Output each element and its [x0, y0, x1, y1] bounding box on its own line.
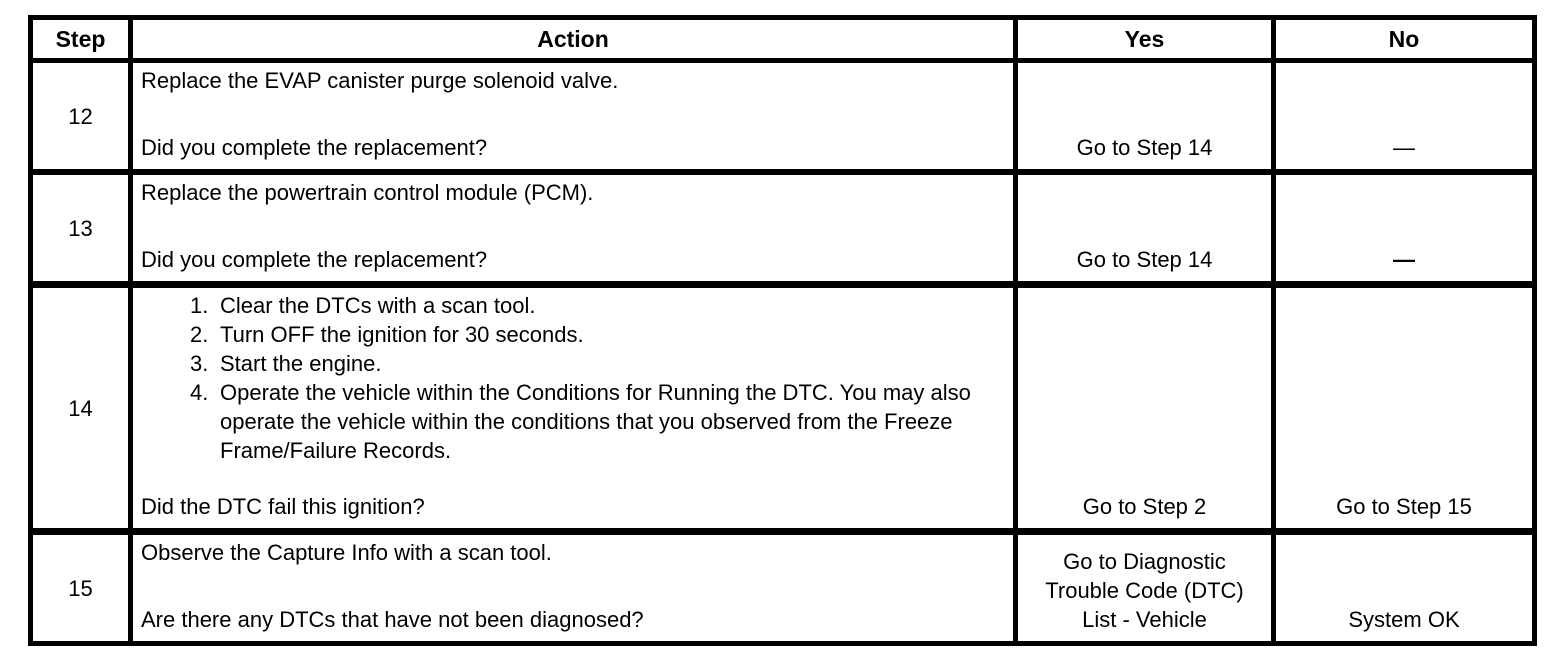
header-yes: Yes: [1013, 15, 1276, 63]
yes-cell: Go to Step 2: [1013, 281, 1276, 534]
step-number: 15: [28, 528, 133, 646]
yes-value: Go to Diagnostic Trouble Code (DTC) List…: [1045, 549, 1244, 632]
list-item: Operate the vehicle within the Condition…: [190, 378, 971, 463]
no-value: —: [1393, 135, 1415, 160]
header-step: Step: [28, 15, 133, 63]
no-cell: —: [1271, 169, 1537, 287]
action-question: Did you complete the replacement?: [141, 247, 488, 272]
yes-cell: Go to Step 14: [1013, 58, 1276, 175]
action-list: Clear the DTCs with a scan tool. Turn OF…: [141, 291, 1003, 465]
table-row: 13 Replace the powertrain control module…: [28, 169, 1537, 287]
list-item: Start the engine.: [190, 349, 382, 378]
no-value: System OK: [1348, 607, 1460, 632]
step-number: 12: [28, 58, 133, 175]
yes-cell: Go to Step 14: [1013, 169, 1276, 287]
action-question: Did the DTC fail this ignition?: [141, 494, 425, 519]
header-row: Step Action Yes No: [28, 15, 1537, 63]
diagnostic-table: Step Action Yes No 12 Replace the EVAP c…: [28, 15, 1537, 646]
list-item: Clear the DTCs with a scan tool.: [190, 291, 536, 320]
action-text: Replace the EVAP canister purge solenoid…: [141, 68, 619, 93]
action-question: Did you complete the replacement?: [141, 135, 488, 160]
header-no: No: [1271, 15, 1537, 63]
yes-value: Go to Step 14: [1076, 247, 1213, 272]
yes-cell: Go to Diagnostic Trouble Code (DTC) List…: [1013, 528, 1276, 646]
step-number: 14: [28, 281, 133, 534]
no-cell: —: [1271, 58, 1537, 175]
step-number: 13: [28, 169, 133, 287]
table-row: 15 Observe the Capture Info with a scan …: [28, 528, 1537, 646]
no-cell: Go to Step 15: [1271, 281, 1537, 534]
no-value: —: [1393, 247, 1415, 272]
action-question: Are there any DTCs that have not been di…: [141, 607, 644, 632]
action-cell: Clear the DTCs with a scan tool. Turn OF…: [128, 281, 1018, 534]
yes-value: Go to Step 2: [1082, 494, 1207, 519]
header-action: Action: [128, 15, 1018, 63]
action-cell: Observe the Capture Info with a scan too…: [128, 528, 1018, 646]
action-cell: Replace the EVAP canister purge solenoid…: [128, 58, 1018, 175]
yes-value: Go to Step 14: [1076, 135, 1213, 160]
action-cell: Replace the powertrain control module (P…: [128, 169, 1018, 287]
no-value: Go to Step 15: [1336, 494, 1472, 519]
list-item: Turn OFF the ignition for 30 seconds.: [190, 320, 584, 349]
table-row: 12 Replace the EVAP canister purge solen…: [28, 58, 1537, 175]
action-text: Observe the Capture Info with a scan too…: [141, 540, 552, 565]
table-row: 14 Clear the DTCs with a scan tool. Turn…: [28, 281, 1537, 534]
action-text: Replace the powertrain control module (P…: [141, 180, 594, 205]
no-cell: System OK: [1271, 528, 1537, 646]
